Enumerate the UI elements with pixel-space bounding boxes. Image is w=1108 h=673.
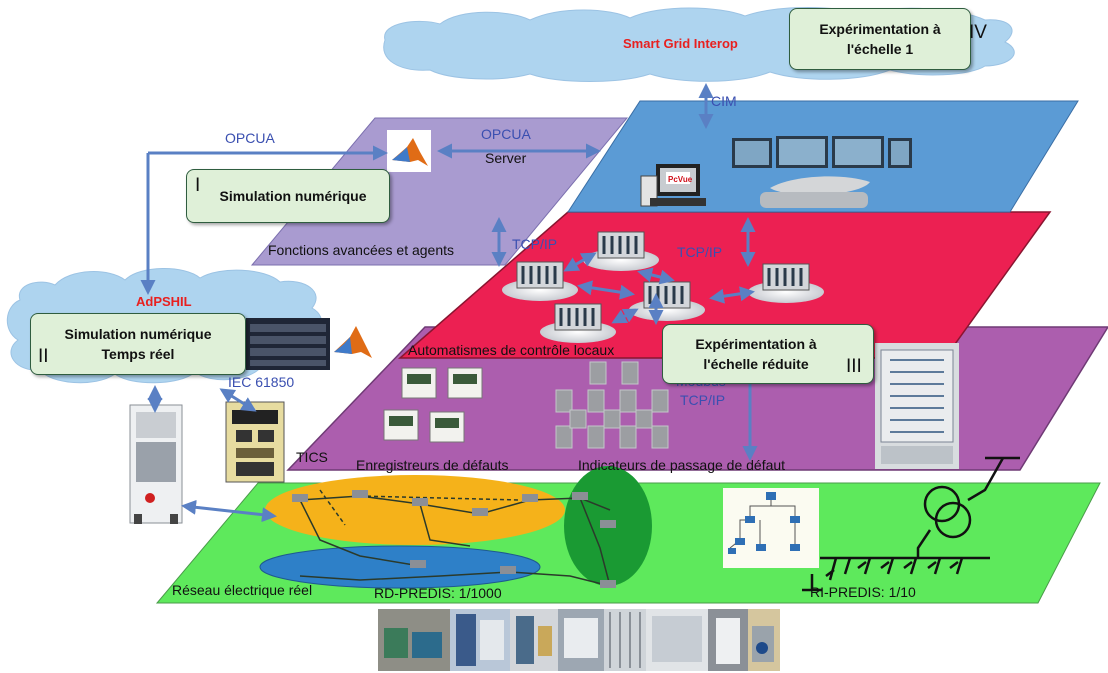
- smart-grid-interop-title: Smart Grid Interop: [623, 36, 738, 51]
- box-line-2: Temps réel: [101, 346, 175, 362]
- fault-recorders-label: Enregistreurs de défauts: [356, 457, 509, 473]
- cabinet-icon: [129, 404, 183, 524]
- iec-61850-label: IEC 61850: [228, 374, 295, 390]
- tcpip-right-label: TCP/IP: [677, 244, 723, 260]
- roman-numeral-iv: IV: [969, 22, 987, 43]
- opcua-server-label-2: Server: [485, 150, 527, 166]
- opcua-left-label: OPCUA: [225, 130, 275, 146]
- busbar-icon: [802, 556, 990, 592]
- fault-indicators-label: Indicateurs de passage de défaut: [578, 457, 786, 473]
- advanced-functions-label: Fonctions avancées et agents: [268, 242, 455, 258]
- ri-predis-label: RI-PREDIS: 1/10: [810, 584, 916, 600]
- matlab-icon: [387, 130, 431, 172]
- box-experimentation-reduced-scale: Expérimentation à l'échelle réduite: [662, 324, 874, 384]
- box-line-2: l'échelle 1: [846, 41, 914, 57]
- rd-predis-label: RD-PREDIS: 1/1000: [374, 585, 502, 601]
- box-simulation-temps-reel: Simulation numérique Temps réel: [30, 313, 246, 375]
- control-room-icon: [732, 136, 912, 208]
- hil-rack-icon: [246, 318, 330, 370]
- roman-numeral-iii: III: [846, 356, 862, 377]
- box-line-1: Simulation numérique: [64, 326, 212, 342]
- cim-label: CIM: [711, 93, 737, 109]
- plc-icon: [502, 261, 578, 301]
- box-line-1: Simulation numérique: [219, 188, 367, 204]
- modbus-label-2: TCP/IP: [680, 392, 726, 408]
- roman-numeral-i: I: [195, 175, 201, 196]
- computer-icon: [640, 164, 706, 207]
- plc-icon: [540, 303, 616, 343]
- control-panel-icon: [875, 343, 959, 469]
- fault-recorder-icon: [383, 367, 483, 443]
- network-zone-orange: [265, 475, 565, 545]
- single-line-diagram-icon: [723, 488, 819, 568]
- roman-numeral-ii: II: [38, 346, 49, 367]
- matlab-icon: [330, 320, 374, 362]
- box-experimentation-full-scale: Expérimentation à l'échelle 1: [789, 8, 971, 70]
- transformer-icon: [916, 456, 1020, 558]
- pcvue-logo-text: PcVue: [668, 175, 693, 184]
- connection-arrows: [140, 83, 758, 523]
- box-line-2: l'échelle réduite: [703, 356, 809, 372]
- real-network-label: Réseau électrique réel: [172, 582, 313, 598]
- plc-icon: [583, 231, 659, 271]
- photo-strip: [378, 609, 780, 671]
- box-simulation-numerique: Simulation numérique: [186, 169, 390, 223]
- opcua-server-label-1: OPCUA: [481, 126, 531, 142]
- fault-indicator-icon: [555, 361, 669, 449]
- tics-label: TICS: [296, 449, 328, 465]
- tcpip-left-label: TCP/IP: [512, 236, 558, 252]
- plc-icon: [748, 263, 824, 303]
- box-line-1: Expérimentation à: [819, 21, 941, 37]
- local-automation-label: Automatismes de contrôle locaux: [408, 342, 615, 358]
- box-line-1: Expérimentation à: [695, 336, 817, 352]
- network-nodes: [292, 490, 616, 588]
- adpshil-title: AdPSHIL: [136, 294, 192, 309]
- tics-panel-icon: [225, 401, 285, 483]
